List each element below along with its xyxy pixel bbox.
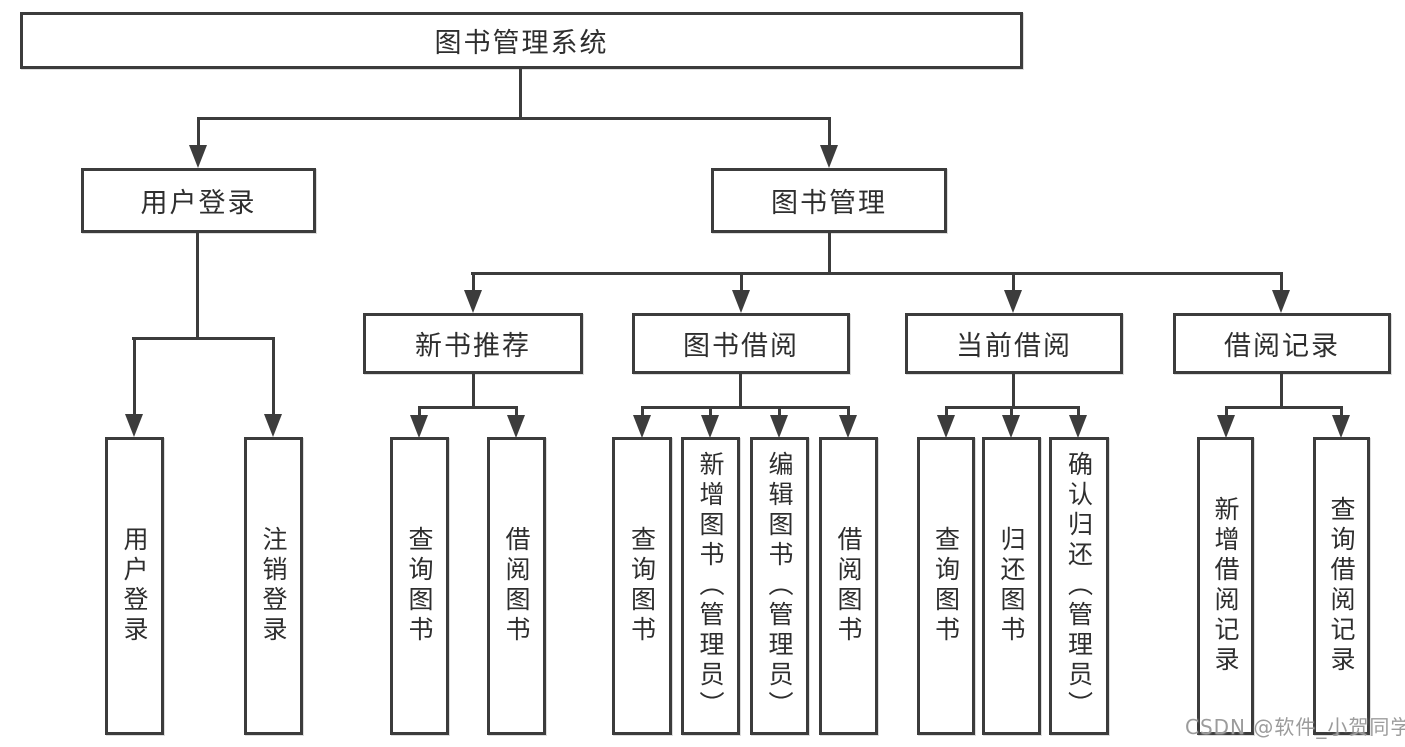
csdn-watermark: CSDN @软件_小贺同学 (1185, 715, 1405, 739)
connector-newbook-leaf2 (515, 406, 518, 420)
connector-newbook-junction (418, 406, 518, 409)
leaf-search-borrow-record: 查询借阅记录 (1313, 437, 1370, 735)
arrowhead-to-current-borrow (1004, 290, 1022, 313)
leaf-return-books: 归还图书 (982, 437, 1041, 735)
node-borrowing-records: 借阅记录 (1173, 313, 1391, 374)
connector-to-logout-leaf (272, 337, 275, 417)
arrowhead-to-borrow-records (1272, 290, 1290, 313)
connector-newbook-stub (472, 374, 475, 408)
node-library-management-system: 图书管理系统 (20, 12, 1023, 69)
connector-currentborrow-leaf2 (1010, 406, 1013, 420)
arrowhead-to-logout-leaf (264, 414, 282, 437)
connector-level3-junction (471, 272, 1283, 275)
connector-bookborrow-junction (641, 406, 849, 409)
connector-bookborrow-leaf3 (778, 406, 781, 420)
arrowhead-bookborrow-leaf3 (770, 415, 788, 438)
connector-bookborrow-leaf2 (709, 406, 712, 420)
leaf-search-books-1: 查询图书 (390, 437, 449, 735)
arrowhead-currentborrow-leaf2 (1002, 415, 1020, 438)
leaf-user-login: 用户登录 (105, 437, 164, 735)
connector-level2-junction (197, 117, 831, 120)
connector-book-management-stub (828, 233, 831, 274)
connector-currentborrow-stub (1012, 374, 1015, 408)
arrowhead-newbook-leaf1 (410, 415, 428, 438)
leaf-add-borrow-record: 新增借阅记录 (1197, 437, 1254, 735)
connector-newbook-leaf1 (418, 406, 421, 420)
connector-to-book-borrow (740, 272, 743, 294)
arrowhead-bookborrow-leaf4 (839, 415, 857, 438)
arrowhead-bookborrow-leaf1 (633, 415, 651, 438)
node-book-borrowing: 图书借阅 (632, 313, 850, 374)
arrowhead-currentborrow-leaf1 (937, 415, 955, 438)
leaf-borrow-books-1: 借阅图书 (487, 437, 546, 735)
arrowhead-to-book-management (820, 145, 838, 168)
arrowhead-to-login-leaf (125, 414, 143, 437)
connector-to-new-book (472, 272, 475, 294)
node-book-management: 图书管理 (711, 168, 947, 233)
connector-to-user-login (197, 117, 200, 149)
connector-to-borrow-records (1280, 272, 1283, 294)
connector-records-junction (1225, 406, 1342, 409)
connector-currentborrow-leaf1 (945, 406, 948, 420)
connector-to-book-management (828, 117, 831, 149)
arrowhead-newbook-leaf2 (507, 415, 525, 438)
leaf-search-books-3: 查询图书 (917, 437, 975, 735)
connector-bookborrow-stub (739, 374, 742, 408)
leaf-search-books-2: 查询图书 (612, 437, 672, 735)
arrowhead-bookborrow-leaf2 (701, 415, 719, 438)
arrowhead-currentborrow-leaf3 (1069, 415, 1087, 438)
connector-records-leaf2 (1340, 406, 1343, 420)
leaf-add-books-admin: 新增图书（管理员） (681, 437, 740, 735)
arrowhead-records-leaf1 (1217, 415, 1235, 438)
connector-records-leaf1 (1225, 406, 1228, 420)
leaf-borrow-books-2: 借阅图书 (819, 437, 878, 735)
connector-user-login-junction (132, 337, 275, 340)
connector-to-login-leaf (133, 337, 136, 417)
node-current-borrowing: 当前借阅 (905, 313, 1123, 374)
arrowhead-to-user-login (189, 145, 207, 168)
arrowhead-to-book-borrow (732, 290, 750, 313)
connector-root-stub (519, 69, 522, 119)
node-new-book-recommendation: 新书推荐 (363, 313, 583, 374)
arrowhead-records-leaf2 (1332, 415, 1350, 438)
connector-currentborrow-leaf3 (1077, 406, 1080, 420)
leaf-edit-books-admin: 编辑图书（管理员） (750, 437, 809, 735)
connector-bookborrow-leaf4 (847, 406, 850, 420)
connector-records-stub (1280, 374, 1283, 408)
leaf-logout: 注销登录 (244, 437, 303, 735)
arrowhead-to-new-book (464, 290, 482, 313)
leaf-confirm-return-admin: 确认归还（管理员） (1049, 437, 1109, 735)
node-user-login: 用户登录 (81, 168, 316, 233)
connector-to-current-borrow (1012, 272, 1015, 294)
connector-bookborrow-leaf1 (641, 406, 644, 420)
connector-user-login-stub (196, 233, 199, 340)
